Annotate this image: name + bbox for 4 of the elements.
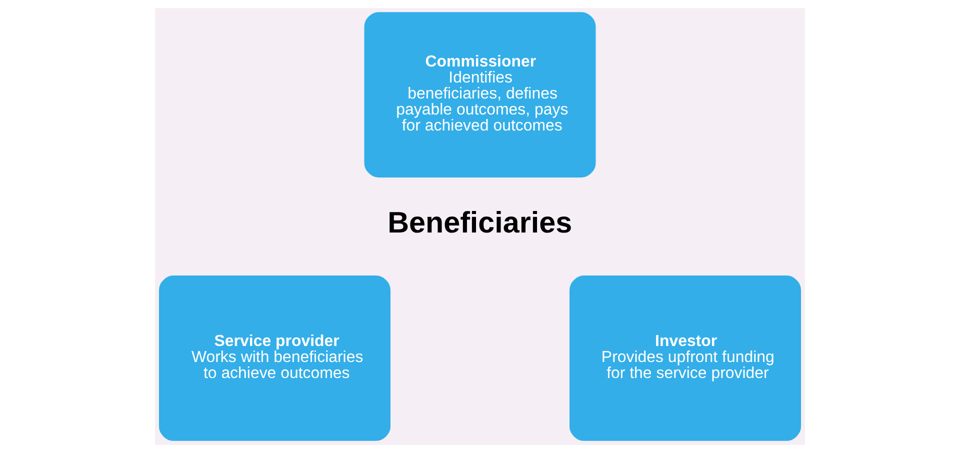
node-box: Investor Provides upfront funding for the service provider [570, 276, 802, 441]
node-box: Commissioner Identifies beneficiaries, defines payable outcomes, pays for achieved outcomes [364, 12, 596, 178]
label: Beneficiaries [388, 206, 572, 240]
node-box: Service provider Works with beneficiaries to achieve outcomes [159, 276, 390, 441]
